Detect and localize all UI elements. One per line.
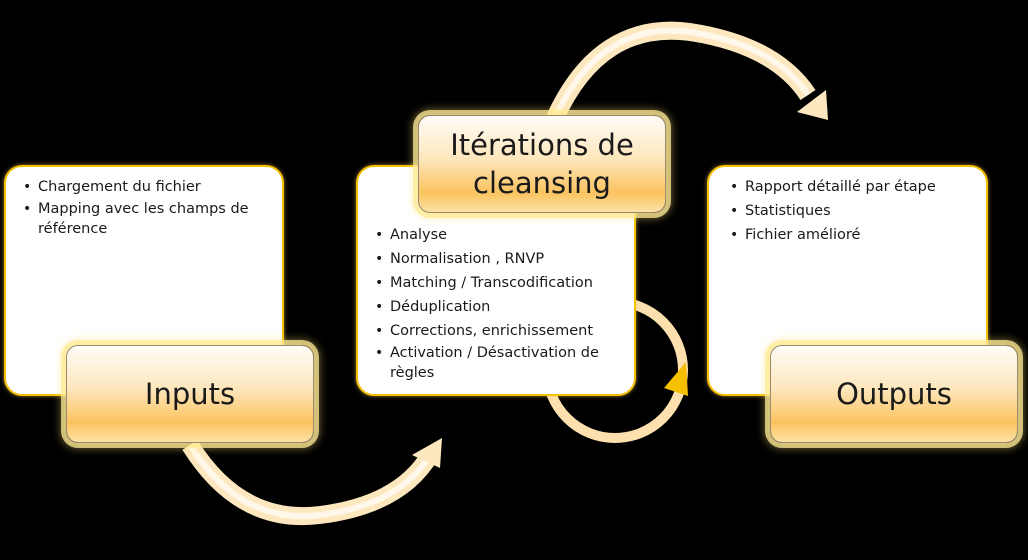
arrow-inputs-to-cleansing [182,438,442,526]
list-item: Déduplication [375,295,624,319]
inputs-label: Inputs [66,345,314,443]
outputs-label: Outputs [770,345,1018,443]
list-item: Activation / Désactivation de règles [375,343,630,383]
loop-arrowhead-icon [664,362,688,396]
stage-title-line-1: Itérations de [450,128,634,162]
inputs-list: Chargement du fichier Mapping avec les c… [16,175,272,239]
list-item: Mapping avec les champs de référence [23,199,268,239]
stage-title: Inputs [144,377,236,411]
arrow-cleansing-to-outputs [546,21,828,122]
list-item: Fichier amélioré [730,223,976,247]
list-item: Statistiques [730,199,976,223]
cleansing-label: Itérations de cleansing [418,115,666,213]
cleansing-list: Analyse Normalisation , RNVP Matching / … [368,223,624,383]
list-item: Normalisation , RNVP [375,247,624,271]
list-item: Chargement du fichier [23,175,272,199]
list-item: Corrections, enrichissement [375,319,624,343]
outputs-list: Rapport détaillé par étape Statistiques … [723,175,976,247]
list-item: Analyse [375,223,624,247]
list-item: Matching / Transcodification [375,271,624,295]
list-item: Rapport détaillé par étape [730,175,976,199]
stage-title: Outputs [836,377,952,411]
stage-title-line-2: cleansing [473,166,611,200]
